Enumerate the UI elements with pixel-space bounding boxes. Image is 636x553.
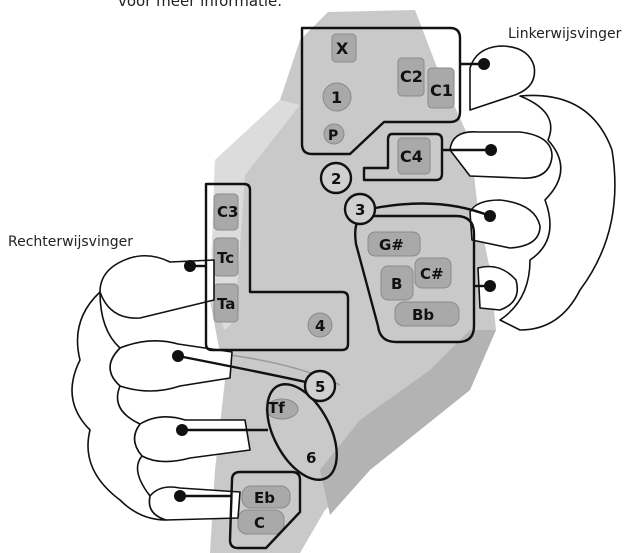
key-p (323, 123, 345, 145)
badge-3 (343, 192, 377, 226)
left-hand-finger-1 (469, 45, 536, 111)
number-badges (303, 161, 377, 403)
key-4 (307, 312, 333, 338)
key-label-bb: Bb (412, 306, 434, 324)
key-label-1: 1 (331, 88, 342, 107)
label-left-index-finger: Linkerwijsvinger (508, 26, 622, 42)
key-label-ta: Ta (217, 295, 235, 313)
key-label-c1: C1 (430, 81, 453, 100)
key-label-eb: Eb (254, 489, 275, 507)
right-hand-index (99, 254, 215, 319)
key-label-c4: C4 (400, 147, 423, 166)
callout-top-group (300, 26, 462, 156)
badge-5 (303, 369, 337, 403)
key-label-c3: C3 (217, 203, 238, 221)
right-hand-finger-4 (148, 486, 241, 521)
key-cs (414, 257, 452, 289)
key-label-c2: C2 (400, 67, 423, 86)
keys (213, 33, 460, 535)
key-label-3: 3 (355, 201, 365, 219)
callout-c4-box (362, 132, 444, 182)
key-label-cs: C# (420, 265, 444, 283)
left-hand-finger-3 (469, 199, 541, 249)
key-tc (213, 237, 239, 277)
key-label-x: X (336, 39, 349, 58)
callout-tf-6-oval (266, 383, 338, 481)
key-bb (394, 301, 460, 327)
key-x (331, 33, 357, 63)
left-hand-palm (499, 94, 616, 331)
key-c1 (427, 67, 455, 109)
label-right-index-finger: Rechterwijsvinger (8, 234, 133, 250)
callout-left-group (204, 182, 350, 352)
left-hand-index (449, 131, 553, 179)
badge-2 (319, 161, 353, 195)
key-labels: X C2 C1 1 P C4 2 3 G# B C# Bb C3 Tc Ta 4… (217, 39, 453, 532)
key-label-gs: G# (379, 236, 404, 254)
right-hand-finger-2 (109, 340, 233, 392)
key-label-2: 2 (331, 170, 341, 188)
callout-gs-group (354, 214, 476, 344)
key-b (380, 265, 414, 301)
leader-3 (374, 202, 491, 218)
key-c3 (213, 193, 239, 231)
right-hand-palm (71, 291, 167, 521)
key-label-c: C (254, 514, 265, 532)
left-hand-finger-4 (477, 265, 519, 311)
key-label-p: P (328, 128, 338, 144)
key-gs (367, 231, 421, 257)
key-label-b: B (391, 275, 402, 293)
key-c4 (397, 137, 431, 175)
callout-eb-c-box (228, 470, 302, 550)
key-label-4: 4 (315, 317, 325, 335)
key-tf (265, 398, 299, 420)
key-c2 (397, 57, 425, 97)
key-label-6: 6 (306, 449, 316, 467)
key-label-tf: Tf (268, 399, 285, 417)
caption-fragment: voor meer informatie. (118, 0, 283, 10)
key-ta (213, 283, 239, 323)
key-1 (322, 82, 352, 112)
leader-5 (177, 354, 307, 384)
key-c (237, 509, 285, 535)
body-shade-right (320, 330, 496, 515)
key-label-tc: Tc (217, 249, 234, 267)
key-label-5: 5 (315, 378, 325, 396)
hands (71, 45, 616, 521)
callouts (177, 26, 491, 550)
key-eb (241, 485, 291, 509)
